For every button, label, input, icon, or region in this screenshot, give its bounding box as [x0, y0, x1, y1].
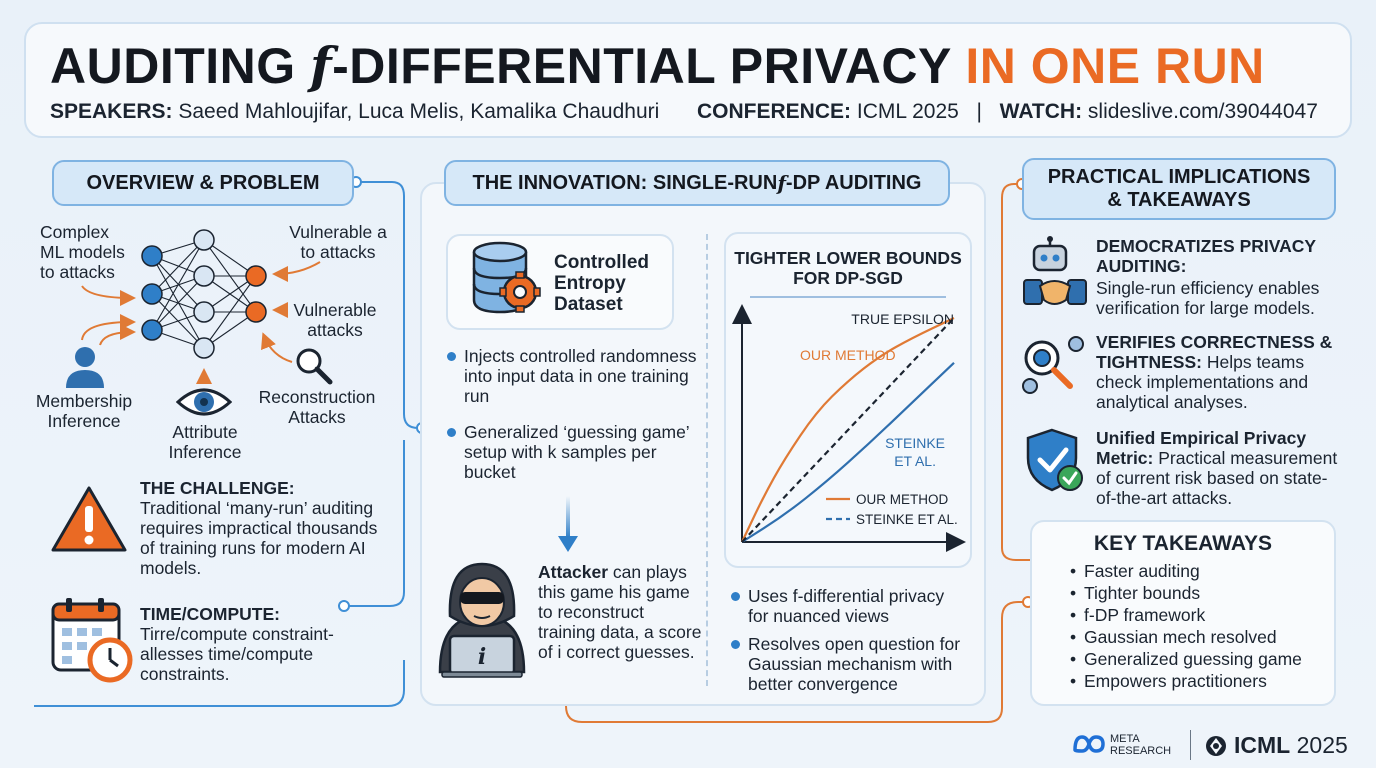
overview-tag: OVERVIEW & PROBLEM — [52, 160, 354, 206]
takeaway-item: Faster auditing — [1070, 560, 1334, 582]
calendar-clock-icon — [51, 598, 133, 683]
chart-card — [724, 232, 972, 568]
footer-divider — [1190, 730, 1191, 760]
attacker-text: Attacker can plays this game his game to… — [538, 562, 704, 662]
label-reconstruction-attacks: Reconstruction Attacks — [258, 387, 376, 427]
chart-plot: TRUE EPSILON OUR METHOD STEINKE ET AL. OUR M… — [732, 304, 966, 552]
title-highlight: IN ONE RUN — [965, 38, 1265, 94]
implication-1-title: DEMOCRATIZES PRIVACY AUDITING: — [1096, 236, 1316, 276]
down-arrow-icon — [558, 496, 578, 552]
takeaway-item: Generalized guessing game — [1070, 648, 1334, 670]
meta-research-logo: META RESEARCH — [1110, 733, 1171, 757]
title-part-2: -DIFFERENTIAL PRIVACY — [332, 38, 966, 94]
separator: | — [976, 100, 982, 123]
title-f-symbol: f — [310, 36, 333, 95]
implication-3: Unified Empirical Privacy Metric: Practi… — [1096, 428, 1346, 508]
icml-logo-text: ICML 2025 — [1234, 732, 1348, 759]
magnifier-icon — [296, 348, 333, 385]
chart-legend-label-1: STEINKE ET AL. — [856, 512, 958, 527]
dataset-label: Controlled Entropy Dataset — [554, 252, 649, 315]
gear-magnifier-icon — [1022, 336, 1084, 394]
bullet-injects-randomness: Injects controlled randomness into input… — [447, 346, 697, 406]
chart-annotation-our-method: OUR METHOD — [800, 347, 896, 363]
attack-arrows — [81, 261, 321, 384]
database-gear-icon — [472, 241, 541, 314]
chart-series-line-1 — [741, 362, 955, 543]
shield-check-icon — [1026, 428, 1083, 492]
meta-logo-icon — [1073, 735, 1105, 753]
bullet-gaussian-mechanism: Resolves open question for Gaussian mech… — [731, 634, 972, 694]
implications-tag: PRACTICAL IMPLICATIONS & TAKEAWAYS — [1022, 158, 1336, 220]
innovation-tag-pre: THE INNOVATION: SINGLE-RUN — [472, 171, 778, 194]
robot-handshake-icon — [1023, 236, 1087, 305]
icml-logo-icon — [1206, 736, 1226, 756]
page-title: AUDITING f-DIFFERENTIAL PRIVACY IN ONE R… — [50, 36, 1330, 95]
takeaway-item: Tighter bounds — [1070, 582, 1334, 604]
watch-link[interactable]: slideslive.com/39044047 — [1087, 100, 1318, 123]
title-part-1: AUDITING — [50, 38, 311, 94]
header-banner — [24, 22, 1352, 138]
innovation-tag-f: f — [777, 171, 786, 195]
implication-1-text: Single-run efficiency enables verificati… — [1096, 278, 1320, 318]
time-compute-title: TIME/COMPUTE: — [140, 604, 280, 624]
bullet-guessing-game: Generalized ‘guessing game’ setup with k… — [447, 422, 704, 482]
bullet-f-dp-views: Uses f-differential privacy for nuanced … — [731, 586, 968, 626]
conference-name: ICML 2025 — [856, 100, 959, 123]
warning-icon — [51, 486, 127, 552]
attacker-bold: Attacker — [538, 562, 609, 582]
speakers-names: Saeed Mahloujifar, Luca Melis, Kamalika … — [178, 100, 660, 123]
eye-icon — [176, 388, 232, 416]
svg-text:i: i — [478, 644, 486, 670]
person-icon — [66, 347, 104, 388]
takeaways-list: Faster auditing Tighter bounds f-DP fram… — [1070, 560, 1334, 692]
innovation-tag: THE INNOVATION: SINGLE-RUN f-DP AUDITING — [444, 160, 950, 206]
label-membership-inference: Membership Inference — [35, 391, 133, 431]
innovation-tag-post: -DP AUDITING — [785, 171, 922, 194]
implications-tag-label: PRACTICAL IMPLICATIONS & TAKEAWAYS — [1047, 166, 1311, 211]
watch-label: WATCH: — [999, 100, 1083, 123]
chart-series-line-2 — [741, 317, 955, 543]
challenge-title: THE CHALLENGE: — [140, 478, 295, 498]
column-divider — [706, 234, 708, 686]
label-vulnerable-1: Vulnerable a to attacks — [289, 222, 387, 262]
speakers-label: SPEAKERS: — [50, 100, 173, 123]
neural-network-icon — [141, 229, 267, 359]
conference-label: CONFERENCE: — [697, 100, 852, 123]
meta-line-2: RESEARCH — [1110, 745, 1172, 757]
takeaway-item: f-DP framework — [1070, 604, 1334, 626]
chart-annotation-steinke-2: ET AL. — [894, 453, 936, 469]
chart-annotation-steinke-1: STEINKE — [885, 435, 945, 451]
implication-2-title: VERIFIES CORRECTNESS & TIGHTNESS: — [1096, 332, 1333, 372]
label-attribute-inference: Attribute Inference — [168, 422, 242, 462]
chart-title-rule — [750, 296, 946, 298]
chart-annotation-true-epsilon: TRUE EPSILON — [851, 311, 954, 327]
implication-2: VERIFIES CORRECTNESS & TIGHTNESS: Helps … — [1096, 332, 1336, 412]
challenge-text: Traditional ‘many-run’ auditing requires… — [140, 498, 378, 578]
attacker-desc: can plays this game his game to reconstr… — [538, 562, 702, 662]
label-vulnerable-2: Vulnerable attacks — [293, 300, 377, 340]
icml-bold: ICML — [1234, 732, 1291, 758]
takeaway-item: Empowers practitioners — [1070, 670, 1334, 692]
overview-tag-label: OVERVIEW & PROBLEM — [86, 171, 320, 194]
speaker-line: SPEAKERS: Saeed Mahloujifar, Luca Melis,… — [50, 100, 1340, 124]
icml-year: 2025 — [1296, 732, 1348, 758]
label-complex-models: Complex ML models to attacks — [40, 222, 125, 282]
chart-series-line-0 — [741, 317, 955, 543]
hacker-icon: i — [438, 562, 526, 678]
takeaways-title: KEY TAKEAWAYS — [1093, 532, 1273, 555]
takeaway-item: Gaussian mech resolved — [1070, 626, 1334, 648]
time-compute-text: Tirre/compute constraint-allesses time/c… — [140, 624, 334, 684]
meta-line-1: META — [1110, 733, 1140, 745]
implication-2-text: Helps teams check implementations and an… — [1096, 352, 1309, 412]
chart-title: TIGHTER LOWER BOUNDS FOR DP-SGD — [734, 248, 962, 288]
implication-3-title: Unified Empirical Privacy Metric: — [1096, 428, 1307, 468]
implication-3-text: Practical measurement of current risk ba… — [1096, 448, 1338, 508]
chart-legend-label-0: OUR METHOD — [856, 492, 948, 507]
